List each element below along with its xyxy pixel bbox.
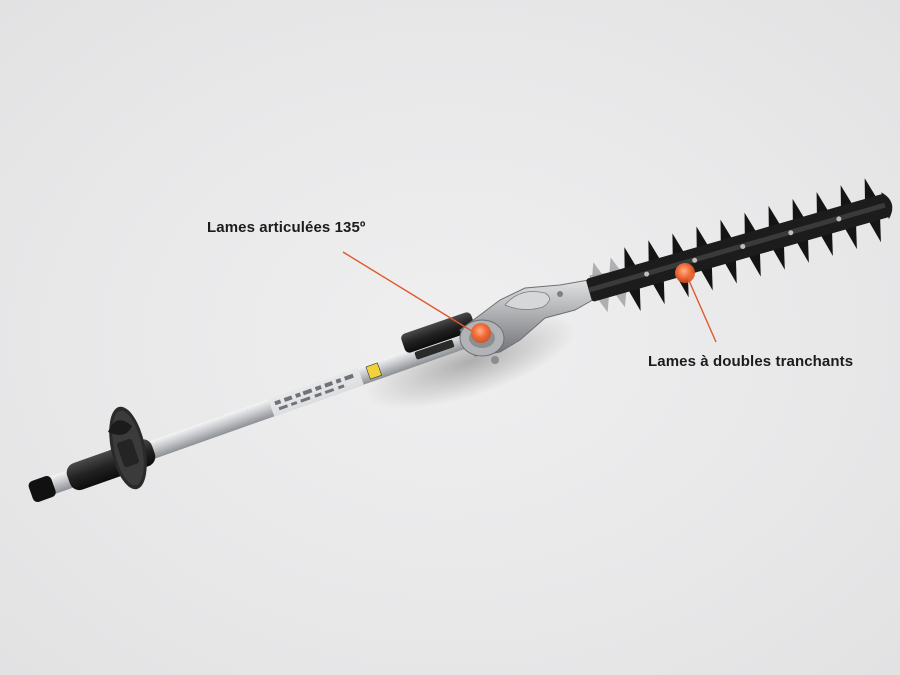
callout-label-articulated-blades: Lames articulées 135º — [207, 219, 366, 236]
callout-label-double-edged-blades: Lames à doubles tranchants — [648, 353, 854, 370]
callout-marker-articulated — [471, 323, 491, 343]
gearbox-shadow — [364, 315, 576, 409]
callout-marker-double — [675, 263, 695, 283]
blade-bar — [586, 178, 893, 313]
callout-line-articulated — [342, 251, 476, 334]
hand-guard — [108, 406, 147, 490]
callout-line-double — [686, 275, 717, 343]
